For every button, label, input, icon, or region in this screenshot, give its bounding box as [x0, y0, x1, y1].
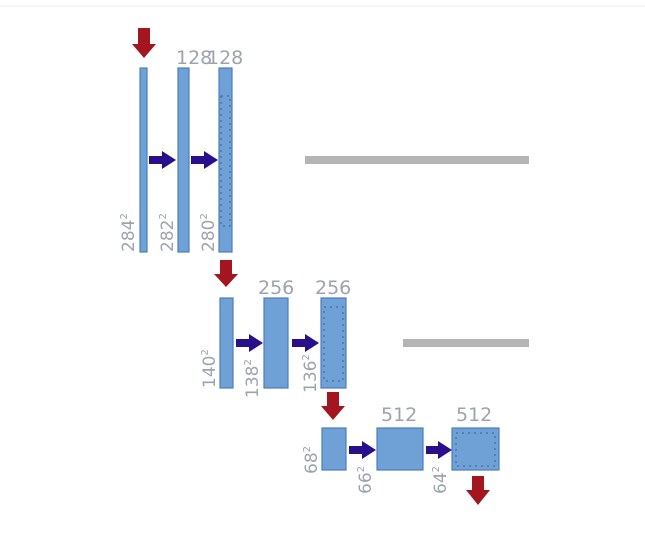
- channel-label-l3-a: 512: [381, 404, 417, 426]
- channel-label-l1-b: 128: [207, 47, 243, 69]
- channel-label-l2-b: 256: [315, 277, 351, 299]
- pool-arrow-l3: [466, 476, 490, 505]
- feature-map-l1-conv1: [177, 67, 190, 253]
- copy-crop-bar-l2: [403, 339, 529, 347]
- size-label-l1-c: 2802: [199, 213, 219, 252]
- size-label-l2-a: 1402: [200, 349, 220, 388]
- feature-map-l3-pool: [321, 427, 347, 471]
- feature-map-l2-pool: [219, 297, 234, 389]
- conv-arrow-l3-b: [426, 441, 452, 459]
- pool-arrow-l1: [214, 260, 238, 287]
- size-label-l1-b: 2822: [158, 213, 178, 252]
- channel-label-l2-a: 256: [258, 277, 294, 299]
- pool-arrow-l2: [321, 392, 345, 420]
- size-label-l1-a: 2842: [119, 213, 139, 252]
- conv-arrow-l2-a: [236, 334, 263, 352]
- size-label-l3-b: 662: [356, 466, 376, 494]
- conv-arrow-l1-a: [149, 151, 176, 169]
- pool-arrow-input: [132, 28, 156, 58]
- feature-map-l3-conv2: [451, 427, 500, 471]
- feature-map-l1-conv2: [218, 67, 233, 253]
- conv-arrow-l1-b: [191, 151, 218, 169]
- size-label-l2-c: 1362: [301, 354, 321, 393]
- size-label-l3-a: 682: [302, 446, 322, 474]
- size-label-l3-c: 642: [431, 466, 451, 494]
- size-label-l2-b: 1382: [243, 359, 263, 398]
- feature-map-l3-conv1: [376, 427, 424, 471]
- crop-region-l3: [455, 432, 496, 467]
- channel-label-l3-b: 512: [456, 404, 492, 426]
- conv-arrow-l2-b: [292, 334, 319, 352]
- crop-region-l2: [323, 306, 344, 382]
- feature-map-l2-conv2: [320, 297, 347, 389]
- copy-crop-bar-l1: [305, 156, 529, 164]
- feature-map-input: [139, 67, 148, 253]
- crop-region-l1: [220, 95, 231, 227]
- channel-label-l1-a: 128: [176, 47, 212, 69]
- feature-map-l2-conv1: [263, 297, 289, 389]
- conv-arrow-l3-a: [349, 441, 376, 459]
